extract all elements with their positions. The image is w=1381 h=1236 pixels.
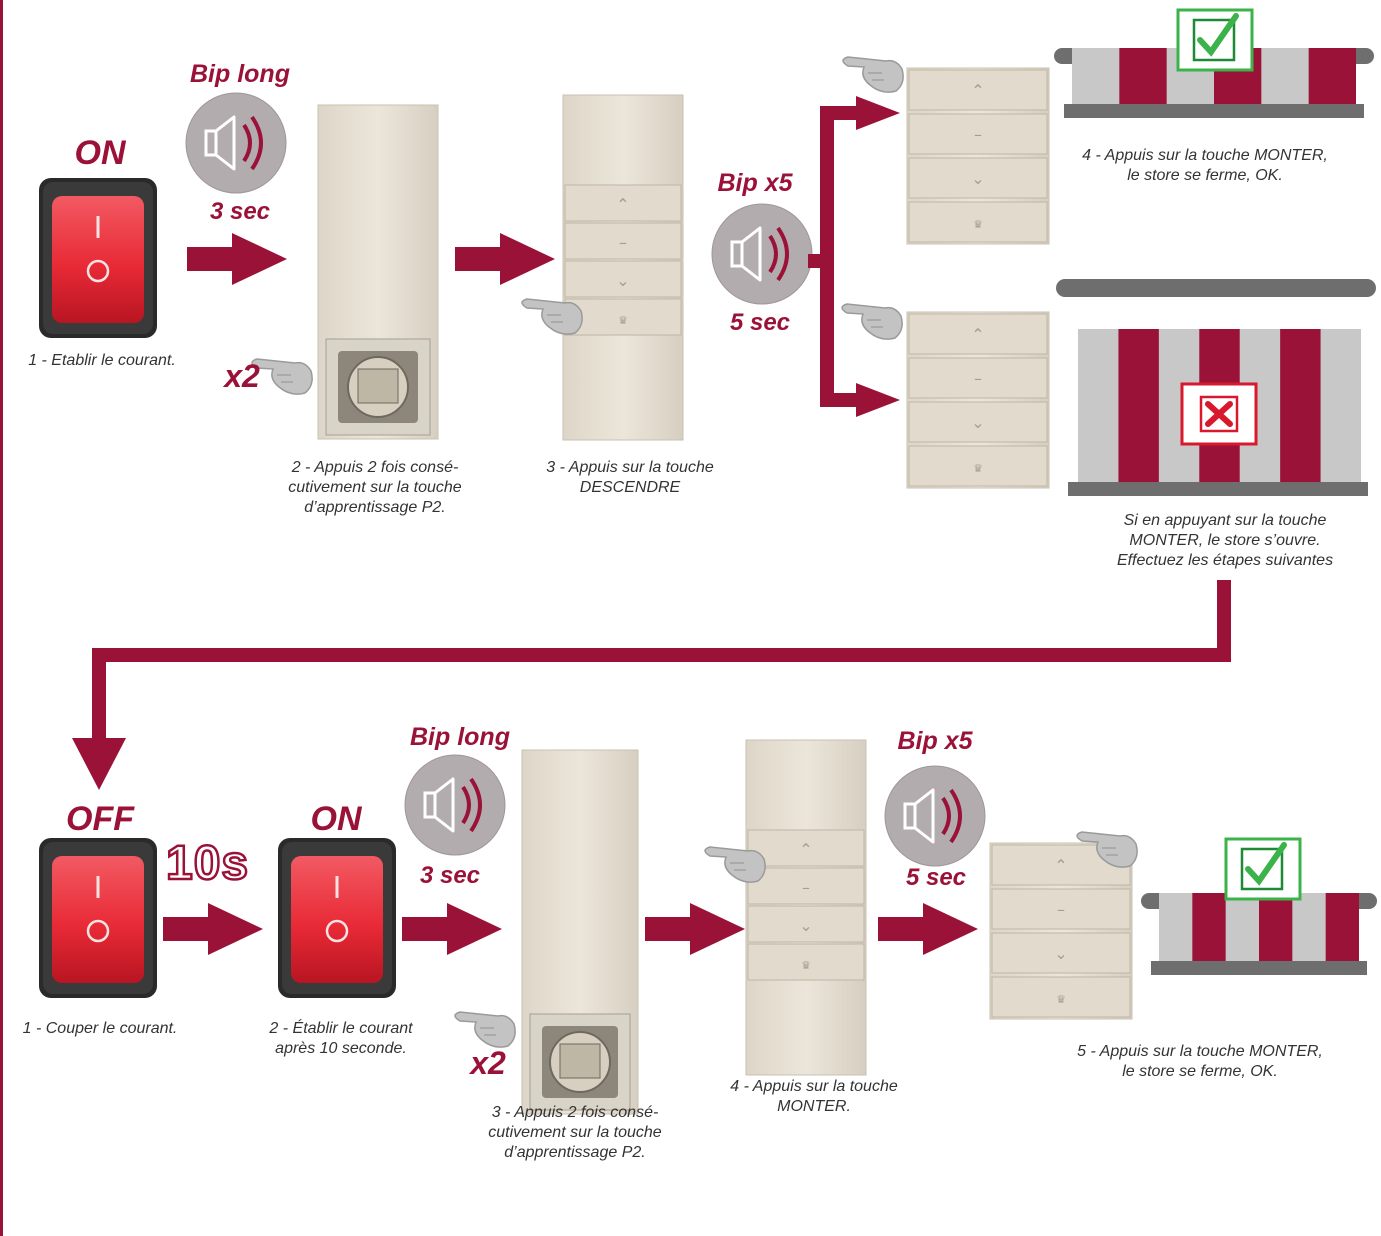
- step5-caption-bottom: 5 - Appuis sur la touche MONTER,le store…: [1077, 1043, 1323, 1080]
- connector-arrow-icon: [72, 580, 1231, 790]
- pointing-hand-icon: [842, 56, 904, 93]
- step3-caption-bottom: 3 - Appuis 2 fois consé-cutivement sur l…: [488, 1104, 662, 1161]
- bip-x5-label-bottom: Bip x5: [897, 727, 973, 755]
- left-border: [0, 0, 3, 1236]
- remote-control-icon: ⌃ – ⌄ ♛: [745, 739, 867, 1076]
- svg-text:⌃: ⌃: [971, 325, 984, 344]
- arrow-right-icon: [187, 233, 287, 285]
- arrow-right-icon: [455, 233, 555, 285]
- remote-control-icon: [521, 749, 639, 1115]
- speaker-icon: [404, 754, 506, 856]
- svg-text:♛: ♛: [973, 218, 983, 231]
- svg-text:–: –: [802, 878, 810, 897]
- svg-text:–: –: [1057, 900, 1065, 919]
- speaker-icon: [711, 203, 813, 305]
- svg-text:⌃: ⌃: [1054, 856, 1067, 875]
- speaker-icon: [884, 765, 986, 867]
- bip-x5-label-top: Bip x5: [717, 169, 793, 197]
- pointing-hand-icon: [521, 298, 583, 335]
- svg-text:⌄: ⌄: [971, 413, 984, 432]
- three-sec-label-top: 3 sec: [209, 198, 271, 225]
- remote-control-icon: ⌃ – ⌄ ♛: [562, 94, 684, 441]
- x2-label-top: x2: [224, 358, 260, 394]
- cross-box-icon: [1180, 382, 1258, 446]
- step1-caption-top: 1 - Etablir le courant.: [28, 352, 176, 369]
- arrow-right-icon: [645, 903, 745, 955]
- pointing-hand-icon: [841, 303, 903, 340]
- five-sec-label-bottom: 5 sec: [905, 864, 967, 891]
- arrow-right-icon: [402, 903, 502, 955]
- five-sec-label-top: 5 sec: [729, 309, 791, 336]
- check-box-icon: [1224, 837, 1302, 901]
- svg-text:–: –: [974, 125, 982, 144]
- svg-text:⌄: ⌄: [616, 271, 629, 290]
- awning-store-icon: [1141, 893, 1377, 975]
- on-label-bottom: ON: [310, 800, 362, 838]
- bip-long-label-bottom: Bip long: [410, 723, 510, 751]
- check-box-icon: [1176, 8, 1254, 72]
- power-switch-icon: [278, 838, 396, 998]
- pointing-hand-icon: [704, 846, 766, 883]
- arrow-right-icon: [163, 903, 263, 955]
- pointing-hand-icon: [1076, 831, 1138, 868]
- branch-arrow-icon: [808, 96, 900, 417]
- speaker-icon: [185, 92, 287, 194]
- x2-label-bottom: x2: [470, 1045, 506, 1081]
- remote-control-icon: ⌃ – ⌄ ♛: [989, 842, 1133, 1020]
- remote-control-icon: ⌃ – ⌄ ♛: [906, 67, 1050, 245]
- step2-caption-top: 2 - Appuis 2 fois consé-cutivement sur l…: [288, 459, 462, 516]
- pointing-hand-icon: [251, 358, 313, 395]
- svg-text:♛: ♛: [973, 462, 983, 475]
- svg-text:♛: ♛: [801, 959, 811, 972]
- power-switch-icon: [39, 838, 157, 998]
- arrow-right-icon: [878, 903, 978, 955]
- three-sec-label-bottom: 3 sec: [419, 862, 481, 889]
- remote-control-icon: ⌃ – ⌄ ♛: [906, 311, 1050, 489]
- off-label: OFF: [66, 800, 134, 838]
- svg-text:⌃: ⌃: [799, 840, 812, 859]
- svg-text:⌄: ⌄: [971, 169, 984, 188]
- on-label-top: ON: [74, 134, 126, 172]
- svg-text:–: –: [974, 369, 982, 388]
- svg-text:♛: ♛: [1056, 993, 1066, 1006]
- svg-text:⌃: ⌃: [616, 195, 629, 214]
- svg-text:⌄: ⌄: [799, 916, 812, 935]
- ten-seconds-label: 10s: [165, 836, 250, 892]
- step1-caption-bottom: 1 - Couper le courant.: [22, 1020, 178, 1037]
- svg-text:♛: ♛: [618, 314, 628, 327]
- svg-text:⌃: ⌃: [971, 81, 984, 100]
- svg-text:⌄: ⌄: [1054, 944, 1067, 963]
- remote-control-icon: [317, 104, 439, 440]
- svg-text:–: –: [619, 233, 627, 252]
- pointing-hand-icon: [454, 1011, 516, 1048]
- step4-caption-top: 4 - Appuis sur la touche MONTER,le store…: [1082, 147, 1328, 184]
- power-switch-icon: [39, 178, 157, 338]
- bip-long-label-top: Bip long: [190, 60, 290, 88]
